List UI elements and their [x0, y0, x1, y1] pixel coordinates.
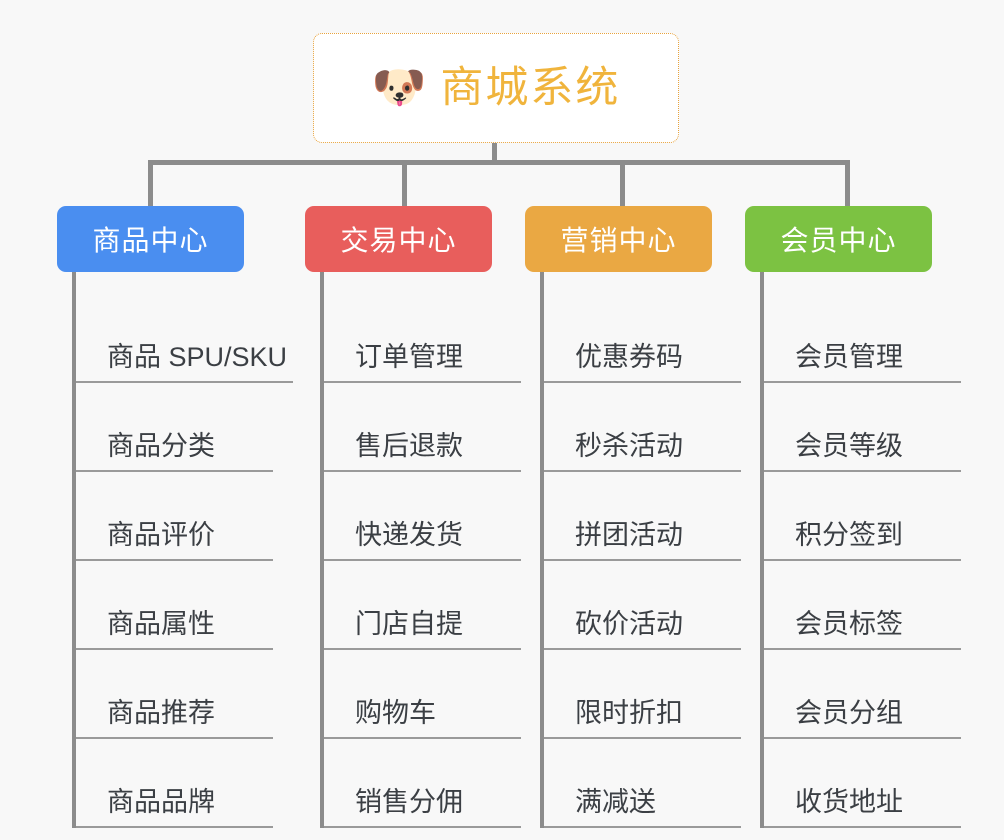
sub-item[interactable]: 积分签到 [764, 472, 961, 561]
sub-item-label: 会员标签 [764, 610, 961, 650]
sub-item-label: 积分签到 [764, 521, 961, 561]
category-header-label: 营销中心 [560, 225, 677, 256]
branch-column-member-center: 会员中心会员管理会员等级积分签到会员标签会员分组收货地址 [745, 206, 961, 828]
sub-item-list-product-center: 商品 SPU/SKU 商品分类商品评价商品属性商品推荐商品品牌 [72, 272, 294, 828]
sub-item[interactable]: 优惠券码 [544, 294, 741, 383]
sub-item[interactable]: 商品分类 [76, 383, 293, 472]
root-title: 商城系统 [440, 63, 621, 112]
sub-item[interactable]: 砍价活动 [544, 561, 741, 650]
sub-item-label: 商品评价 [76, 521, 273, 561]
sub-item-label: 会员等级 [764, 432, 961, 472]
sub-item-label: 商品推荐 [76, 699, 273, 739]
sub-item-label: 商品分类 [76, 432, 273, 472]
sub-item-list-member-center: 会员管理会员等级积分签到会员标签会员分组收货地址 [760, 272, 961, 828]
sub-item[interactable]: 售后退款 [324, 383, 521, 472]
category-header-trade-center[interactable]: 交易中心 [305, 206, 492, 272]
root-node-shopping-mall-system[interactable]: 🐶 商城系统 [313, 33, 679, 143]
sub-item-label: 快递发货 [324, 521, 521, 561]
sub-item-label: 售后退款 [324, 432, 521, 472]
sub-item[interactable]: 会员等级 [764, 383, 961, 472]
sub-item-label: 秒杀活动 [544, 432, 741, 472]
sub-item[interactable]: 拼团活动 [544, 472, 741, 561]
sub-item-label: 商品属性 [76, 610, 273, 650]
sub-item[interactable]: 购物车 [324, 650, 521, 739]
sub-item-label: 会员分组 [764, 699, 961, 739]
category-header-label: 商品中心 [92, 225, 209, 256]
sub-item[interactable]: 销售分佣 [324, 739, 521, 828]
category-header-marketing-center[interactable]: 营销中心 [525, 206, 712, 272]
sub-item-label: 限时折扣 [544, 699, 741, 739]
sub-item-list-marketing-center: 优惠券码秒杀活动拼团活动砍价活动限时折扣满减送 [540, 272, 741, 828]
sub-item[interactable]: 商品 SPU/SKU [76, 294, 294, 383]
sub-item[interactable]: 收货地址 [764, 739, 961, 828]
sub-item[interactable]: 限时折扣 [544, 650, 741, 739]
sub-item[interactable]: 商品推荐 [76, 650, 293, 739]
sub-item-label: 砍价活动 [544, 610, 741, 650]
sub-item[interactable]: 订单管理 [324, 294, 521, 383]
sub-item[interactable]: 秒杀活动 [544, 383, 741, 472]
sub-item[interactable]: 会员标签 [764, 561, 961, 650]
sub-item[interactable]: 商品品牌 [76, 739, 293, 828]
branch-column-product-center: 商品中心商品 SPU/SKU 商品分类商品评价商品属性商品推荐商品品牌 [57, 206, 294, 828]
sub-item[interactable]: 快递发货 [324, 472, 521, 561]
sub-item[interactable]: 会员管理 [764, 294, 961, 383]
sub-item-label: 会员管理 [764, 343, 961, 383]
category-header-label: 会员中心 [780, 225, 897, 256]
sub-item-label: 商品 SPU/SKU [76, 343, 294, 383]
sub-item-label: 优惠券码 [544, 343, 741, 383]
sub-item-label: 销售分佣 [324, 788, 521, 828]
sub-item-list-trade-center: 订单管理售后退款快递发货门店自提购物车销售分佣 [320, 272, 521, 828]
sub-item[interactable]: 商品评价 [76, 472, 293, 561]
sub-item[interactable]: 门店自提 [324, 561, 521, 650]
category-header-product-center[interactable]: 商品中心 [57, 206, 244, 272]
sub-item[interactable]: 会员分组 [764, 650, 961, 739]
connector-drop-trade-center [402, 160, 407, 206]
sub-item-label: 满减送 [544, 788, 741, 828]
category-header-member-center[interactable]: 会员中心 [745, 206, 932, 272]
shiba-dog-face-icon: 🐶 [371, 63, 427, 112]
connector-horizontal-bar [148, 160, 850, 165]
connector-drop-marketing-center [620, 160, 625, 206]
sub-item-label: 拼团活动 [544, 521, 741, 561]
branch-column-marketing-center: 营销中心优惠券码秒杀活动拼团活动砍价活动限时折扣满减送 [525, 206, 741, 828]
sub-item-label: 购物车 [324, 699, 521, 739]
connector-root-stem [492, 143, 497, 164]
sub-item-label: 订单管理 [324, 343, 521, 383]
sub-item[interactable]: 满减送 [544, 739, 741, 828]
connector-drop-product-center [148, 160, 153, 206]
sub-item-label: 商品品牌 [76, 788, 273, 828]
connector-drop-member-center [845, 160, 850, 206]
sub-item[interactable]: 商品属性 [76, 561, 293, 650]
sub-item-label: 收货地址 [764, 788, 961, 828]
category-header-label: 交易中心 [340, 225, 457, 256]
branch-column-trade-center: 交易中心订单管理售后退款快递发货门店自提购物车销售分佣 [305, 206, 521, 828]
sub-item-label: 门店自提 [324, 610, 521, 650]
